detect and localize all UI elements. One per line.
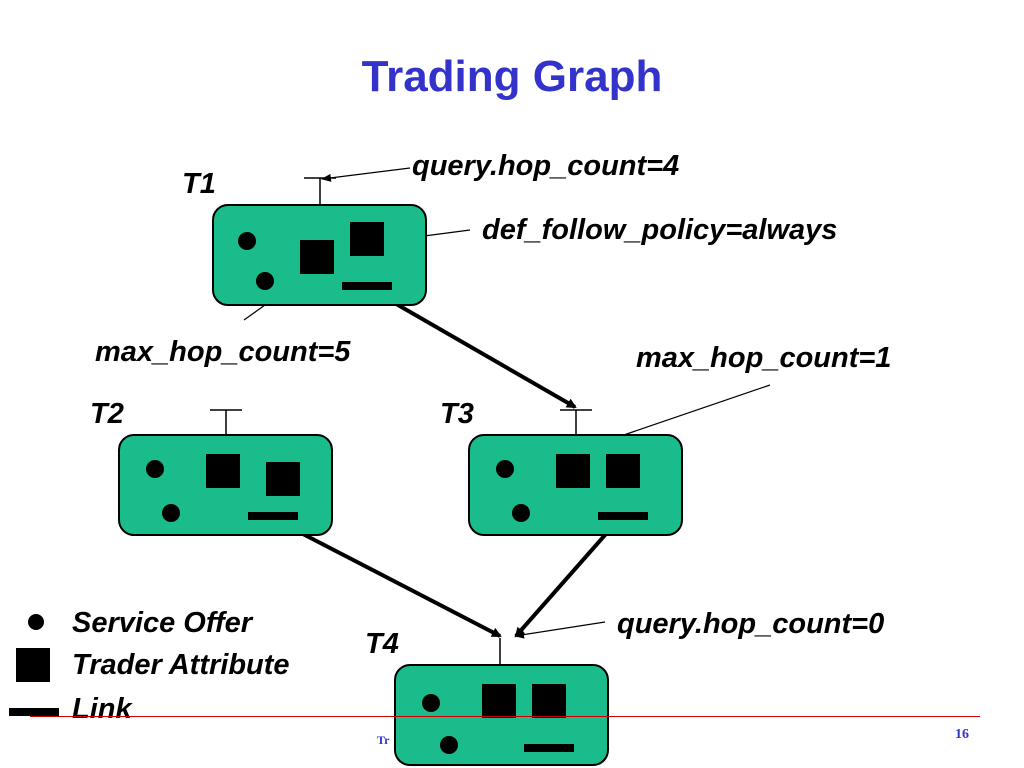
- link-bar: [598, 512, 648, 520]
- legend-service-offer-icon: [28, 614, 44, 630]
- t3-label: T3: [440, 398, 474, 430]
- service-offer-dot: [146, 460, 164, 478]
- trader-attribute-square: [606, 454, 640, 488]
- service-offer-dot: [496, 460, 514, 478]
- annotation-t3-max-hop-count: max_hop_count=1: [636, 342, 892, 374]
- trader-node-t4: [394, 664, 609, 766]
- slide-title: Trading Graph: [361, 52, 663, 101]
- edge-t1-t3: [371, 288, 577, 409]
- service-offer-dot: [256, 272, 274, 290]
- annotation-t1-query-hop-count: query.hop_count=4: [412, 150, 680, 182]
- edge-t3-t4: [514, 516, 622, 638]
- t2-label: T2: [90, 398, 124, 430]
- trader-node-t2: [118, 434, 333, 536]
- trader-attribute-square: [206, 454, 240, 488]
- annotation-t1-def-follow-policy: def_follow_policy=always: [482, 214, 838, 246]
- footer-text: Tr: [377, 733, 390, 747]
- trader-attribute-square: [532, 684, 566, 718]
- link-bar: [524, 744, 574, 752]
- legend-service-offer-label: Service Offer: [72, 607, 253, 639]
- service-offer-dot: [422, 694, 440, 712]
- t4-label: T4: [365, 628, 399, 660]
- trader-attribute-square: [350, 222, 384, 256]
- link-bar: [248, 512, 298, 520]
- legend-link-icon: [9, 708, 59, 716]
- trader-node-t3: [468, 434, 683, 536]
- page-number: 16: [955, 727, 969, 742]
- trader-attribute-square: [556, 454, 590, 488]
- legend-trader-attribute-icon: [16, 648, 50, 682]
- t1-label: T1: [182, 168, 216, 200]
- service-offer-dot: [512, 504, 530, 522]
- edge-t2-t4: [271, 516, 502, 638]
- service-offer-dot: [162, 504, 180, 522]
- service-offer-dot: [238, 232, 256, 250]
- trader-attribute-square: [266, 462, 300, 496]
- link-bar: [342, 282, 392, 290]
- pointer-t1-query: [321, 167, 411, 182]
- service-offer-dot: [440, 736, 458, 754]
- trader-node-t1: [212, 204, 427, 306]
- annotation-t4-query-hop-count: query.hop_count=0: [617, 608, 885, 640]
- trader-attribute-square: [300, 240, 334, 274]
- pointer-t4-query: [514, 621, 606, 639]
- legend-trader-attribute-label: Trader Attribute: [72, 649, 290, 681]
- footer-divider: [30, 716, 980, 717]
- trader-attribute-square: [482, 684, 516, 718]
- legend-link-label: Link: [72, 693, 132, 725]
- annotation-t1-max-hop-count: max_hop_count=5: [95, 336, 351, 368]
